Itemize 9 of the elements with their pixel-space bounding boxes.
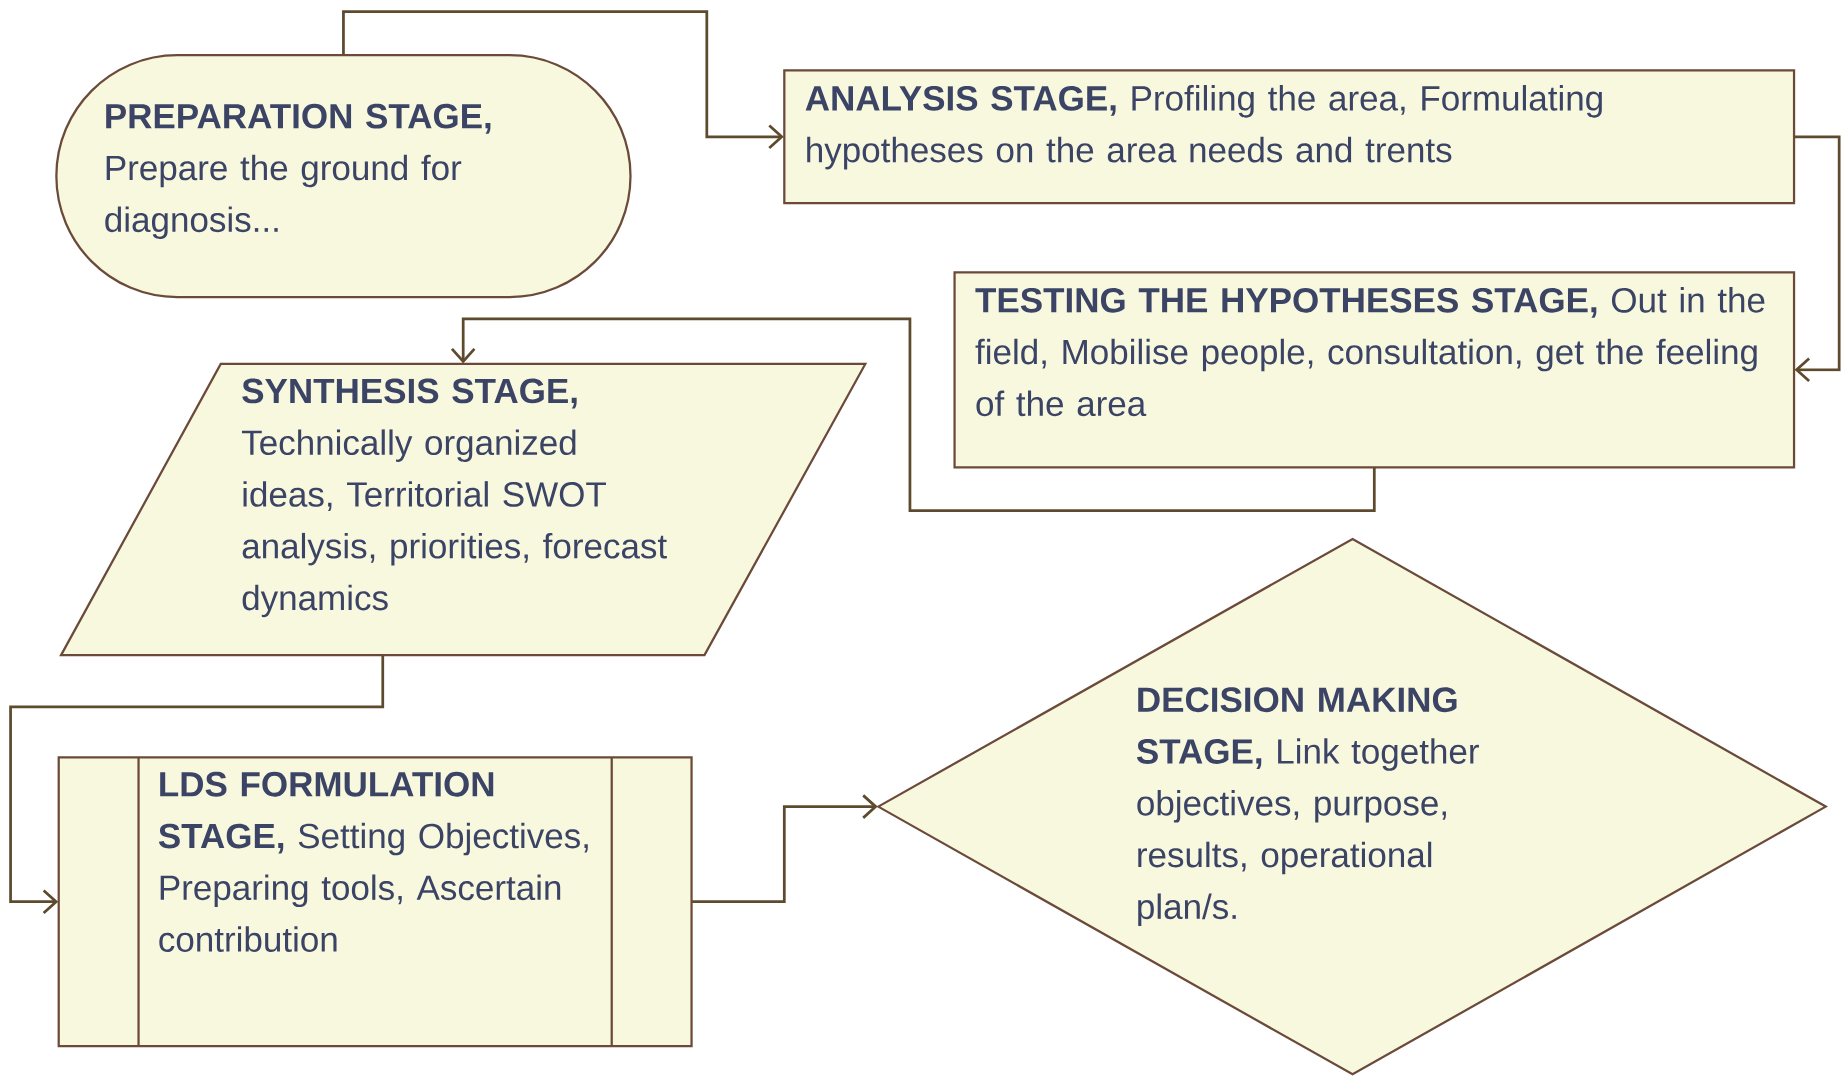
arrow bbox=[342, 10, 784, 150]
arrow bbox=[9, 655, 385, 915]
data-parallelogram: SYNTHESIS STAGE, Technically organized ideas, Territorial SWOT analysis, priorities, forecast dynamics bbox=[59, 363, 868, 657]
arrow bbox=[1794, 135, 1841, 383]
arrow bbox=[450, 317, 1376, 513]
process-box: ANALYSIS STAGE, Profiling the area, Formulating hypotheses on the area needs and trents bbox=[783, 69, 1796, 205]
process-box: TESTING THE HYPOTHESES STAGE, Out in the field, Mobilise people, consultation, get the feeling of the area bbox=[953, 271, 1796, 469]
predefined-process-box: LDS FORMULATION STAGE, Setting Objectives, Preparing tools, Ascertain contribution bbox=[57, 756, 693, 1048]
arrow bbox=[692, 794, 878, 904]
